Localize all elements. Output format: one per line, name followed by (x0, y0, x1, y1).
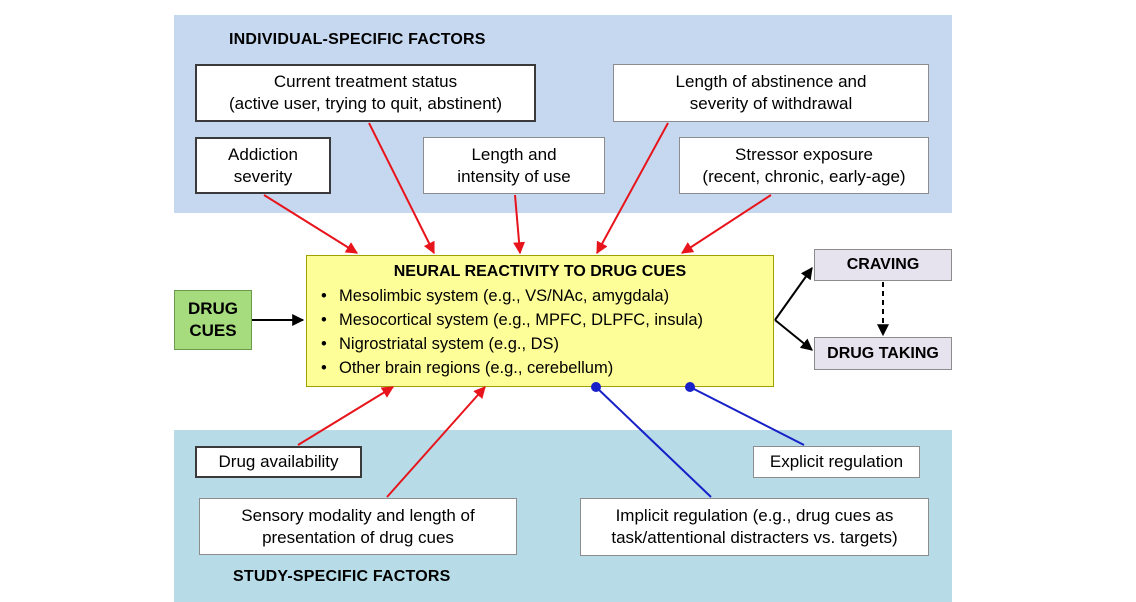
implicit-regulation-line2: task/attentional distracters vs. targets… (611, 528, 898, 547)
arrow-abstinence (596, 122, 669, 255)
list-item: Nigrostriatal system (e.g., DS) (317, 332, 763, 356)
abstinence-line2: severity of withdrawal (689, 94, 853, 113)
drug-availability-box: Drug availability (195, 446, 362, 478)
treatment-status-line2: (active user, trying to quit, abstinent) (228, 94, 503, 113)
explicit-regulation-end (685, 382, 695, 392)
sensory-modality-line2: presentation of drug cues (262, 527, 454, 547)
arrow-addiction-severity (263, 194, 359, 254)
implicit-regulation-end (591, 382, 601, 392)
abstinence-box: Length of abstinence and severity of wit… (613, 64, 929, 122)
brain-systems-list: Mesolimbic system (e.g., VS/NAc, amygdal… (317, 284, 763, 380)
list-item: Mesocortical system (e.g., MPFC, DLPFC, … (317, 308, 763, 332)
treatment-status-box: Current treatment status (active user, t… (195, 64, 536, 122)
line-explicit-regulation (689, 386, 805, 446)
implicit-regulation-line1: Implicit regulation (e.g., drug cues as (615, 506, 894, 525)
sensory-modality-box: Sensory modality and length of presentat… (199, 498, 517, 555)
study-factors-title: STUDY-SPECIFIC FACTORS (233, 568, 451, 585)
neural-reactivity-title: NEURAL REACTIVITY TO DRUG CUES (393, 263, 687, 280)
individual-factors-title: INDIVIDUAL-SPECIFIC FACTORS (229, 31, 486, 48)
list-item: Mesolimbic system (e.g., VS/NAc, amygdal… (317, 284, 763, 308)
sensory-modality-line1: Sensory modality and length of (241, 505, 475, 525)
explicit-regulation-box: Explicit regulation (753, 446, 920, 478)
stressor-line2: (recent, chronic, early-age) (702, 166, 906, 186)
implicit-regulation-box: Implicit regulation (e.g., drug cues as … (580, 498, 929, 556)
drug-taking-box: DRUG TAKING (814, 337, 952, 370)
length-intensity-line2: intensity of use (457, 166, 571, 186)
length-intensity-box: Length and intensity of use (423, 137, 605, 194)
addiction-severity-box: Addiction severity (195, 137, 331, 194)
arrow-to-craving (774, 267, 813, 321)
stressor-box: Stressor exposure (recent, chronic, earl… (679, 137, 929, 194)
arrow-drug-availability (297, 386, 395, 446)
abstinence-line1: Length of abstinence and (675, 72, 867, 91)
arrow-treatment-status (368, 122, 435, 255)
list-item: Other brain regions (e.g., cerebellum) (317, 356, 763, 380)
neural-reactivity-box: NEURAL REACTIVITY TO DRUG CUES Mesolimbi… (306, 255, 774, 387)
drug-cues-line1: DRUG (187, 299, 239, 318)
craving-box: CRAVING (814, 249, 952, 281)
arrow-to-drug-taking (774, 319, 813, 351)
addiction-severity-line2: severity (233, 166, 293, 186)
arrow-length-intensity (513, 194, 526, 255)
stressor-line1: Stressor exposure (735, 144, 873, 164)
arrow-sensory-modality (386, 386, 486, 498)
arrow-stressor (680, 194, 772, 254)
drug-cues-box: DRUG CUES (174, 290, 252, 350)
length-intensity-line1: Length and (471, 144, 557, 164)
treatment-status-line1: Current treatment status (273, 72, 458, 91)
line-implicit-regulation (595, 386, 712, 498)
addiction-severity-line1: Addiction (228, 144, 298, 164)
drug-cues-line2: CUES (189, 321, 237, 340)
